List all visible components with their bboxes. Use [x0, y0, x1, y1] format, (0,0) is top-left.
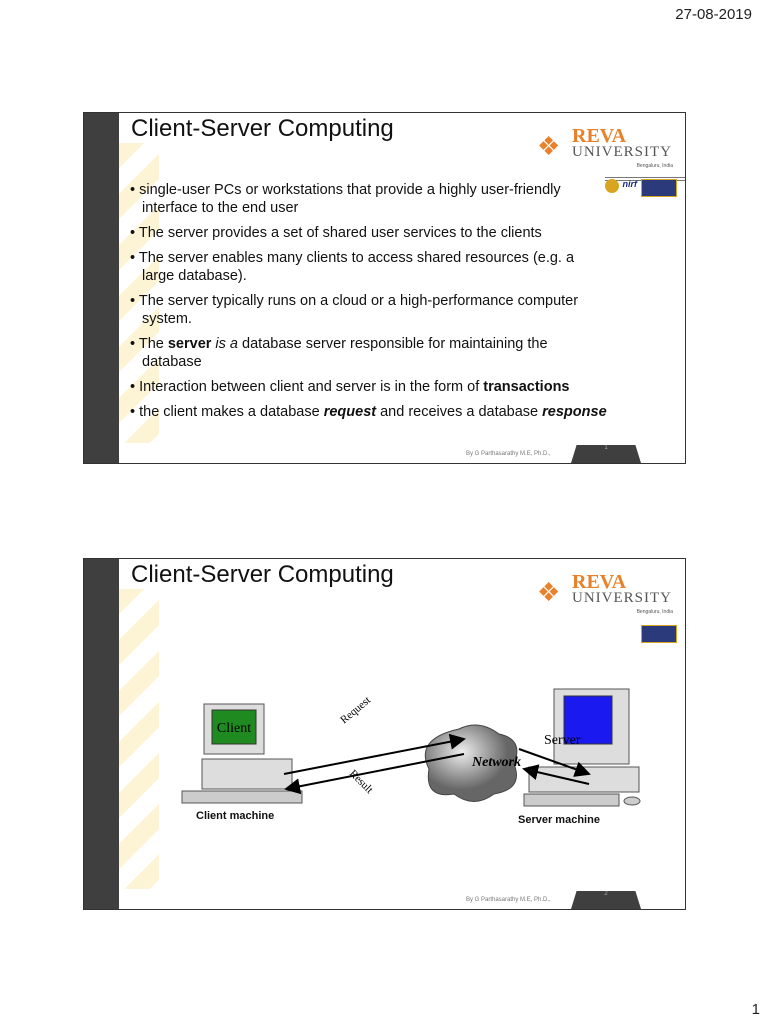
background-pattern: [119, 589, 159, 889]
reva-logo: ❖ REVA UNIVERSITY Bengaluru, India: [537, 125, 677, 175]
server-to-network-arrow: [522, 764, 590, 785]
bullet: the client makes a database request and …: [128, 403, 608, 421]
slide-number: 2: [571, 891, 641, 909]
logo-sub: UNIVERSITY: [572, 144, 672, 160]
slide-title: Client-Server Computing: [131, 115, 394, 142]
client-computer: [181, 703, 303, 804]
bullet: single-user PCs or workstations that pro…: [128, 181, 608, 217]
bullet-list: single-user PCs or workstations that pro…: [128, 181, 608, 428]
logo-name: REVA: [572, 125, 627, 147]
slide-footer: By G Parthasarathy M.E, Ph.D.,: [466, 451, 551, 457]
bullet: The server provides a set of shared user…: [128, 224, 608, 242]
accreditation-icon: [641, 625, 677, 643]
slide-sidebar: [84, 559, 119, 909]
nirf-logo: nirf: [622, 179, 638, 189]
logo-location: Bengaluru, India: [636, 609, 673, 615]
bullet: The server typically runs on a cloud or …: [128, 292, 608, 328]
request-arrow: [283, 733, 466, 775]
date: 27-08-2019: [675, 6, 752, 23]
reva-logo: ❖ REVA UNIVERSITY Bengaluru, India: [537, 571, 677, 621]
server-screen-label: Server: [544, 733, 581, 748]
accreditation-icon: [641, 179, 677, 197]
accreditation-badges: nirf: [604, 179, 677, 197]
request-label: Request: [338, 694, 373, 726]
accreditation-badges: [641, 625, 677, 643]
bullet: The server is a database server responsi…: [128, 335, 608, 371]
knot-icon: ❖: [537, 131, 561, 161]
slide-footer: By G Parthasarathy M.E, Ph.D.,: [466, 897, 551, 903]
network-label: Network: [471, 755, 521, 770]
network-to-server-arrow: [518, 748, 591, 777]
server-machine-label: Server machine: [518, 814, 600, 826]
logo-sub: UNIVERSITY: [572, 590, 672, 606]
slide-title: Client-Server Computing: [131, 561, 394, 588]
slide-2: Client-Server Computing ❖ REVA UNIVERSIT…: [83, 558, 686, 910]
page-number: 1: [751, 1001, 760, 1018]
client-machine-label: Client machine: [196, 810, 275, 822]
logo-name: REVA: [572, 571, 627, 593]
client-server-diagram: Client Server Network Request Result: [181, 688, 641, 807]
bullet: The server enables many clients to acces…: [128, 249, 608, 285]
bullet: Interaction between client and server is…: [128, 378, 608, 396]
slide-number: 1: [571, 445, 641, 463]
result-arrow: [284, 753, 465, 795]
knot-icon: ❖: [537, 577, 561, 607]
server-computer: [523, 688, 641, 807]
network-cloud: [424, 724, 518, 802]
client-screen-label: Client: [217, 721, 251, 736]
slide-1: Client-Server Computing ❖ REVA UNIVERSIT…: [83, 112, 686, 464]
logo-location: Bengaluru, India: [636, 163, 673, 169]
slide-sidebar: [84, 113, 119, 463]
seal-icon: [604, 179, 619, 193]
